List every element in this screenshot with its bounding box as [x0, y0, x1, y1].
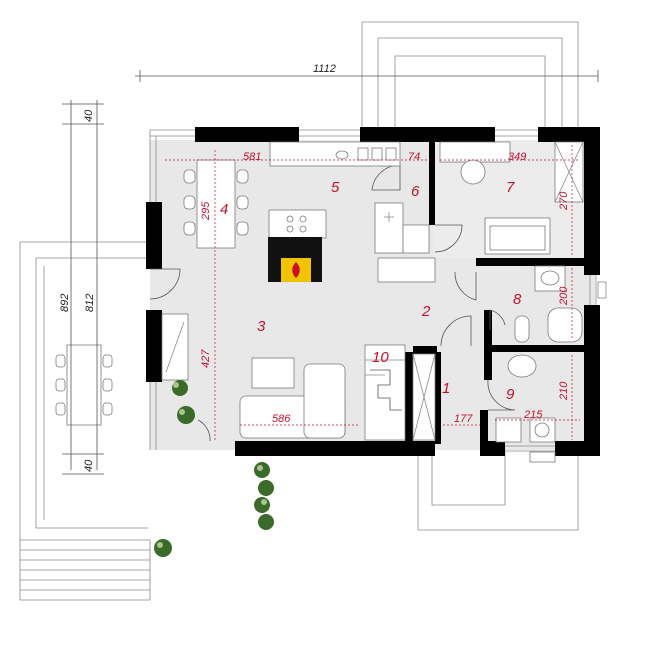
room-label-8: 8: [513, 291, 522, 308]
doors: [149, 164, 516, 442]
room-label-5: 5: [331, 179, 340, 196]
inner-dimension-lines: [165, 145, 580, 440]
dim-label-349: 349: [508, 151, 526, 163]
room-label-2: 2: [421, 303, 431, 320]
dim-left-vertical: 40 892 812 40: [59, 100, 104, 475]
plant-3: [154, 539, 172, 557]
room-label-4: 4: [220, 201, 228, 218]
kitchen-counter: [269, 141, 401, 167]
laundry-fixtures: [495, 354, 556, 463]
dim-label-427: 427: [200, 349, 212, 368]
hall-closet: [412, 353, 436, 441]
room-label-6: 6: [411, 183, 420, 200]
room-label-10: 10: [372, 349, 389, 366]
terrace-dining-table: [55, 344, 113, 426]
dim-label-295: 295: [200, 201, 212, 221]
dim-label-depth-outer: 892: [59, 294, 71, 312]
fireplace: [268, 237, 322, 282]
kitchen-island: [268, 209, 327, 239]
living-furniture: [161, 313, 346, 439]
dim-label-270: 270: [558, 191, 570, 211]
terrace: [19, 241, 151, 601]
dim-label-177: 177: [454, 413, 473, 425]
dim-label-kitchen-width: 581: [243, 151, 261, 163]
dining-table: [183, 159, 249, 249]
interior-walls: [405, 140, 588, 450]
plant-1: [172, 380, 195, 424]
dim-label-200: 200: [558, 286, 570, 306]
plants: [154, 380, 274, 557]
room-label-9: 9: [506, 386, 515, 403]
pantry-cabinets: [374, 202, 436, 283]
office-furniture: [439, 141, 584, 255]
room-label-3: 3: [257, 318, 266, 335]
canopy-bottom: [417, 445, 579, 531]
dim-label-offset-bottom: 40: [83, 459, 95, 472]
dim-label-215: 215: [523, 409, 543, 421]
plant-2: [254, 462, 274, 530]
terrace-steps: [20, 539, 150, 591]
dim-label-overall-width: 1112: [313, 63, 336, 75]
room-label-7: 7: [506, 179, 515, 196]
dim-label-depth-inner: 812: [84, 294, 96, 312]
windows: [149, 129, 607, 452]
dim-label-offset-top: 40: [83, 109, 95, 122]
dim-label-74: 74: [408, 151, 420, 163]
bathroom-fixtures: [514, 265, 583, 343]
dim-label-586: 586: [272, 413, 291, 425]
dim-label-210: 210: [558, 381, 570, 401]
dim-overall-width: 1112: [135, 63, 599, 82]
staircase: [364, 344, 406, 441]
room-label-1: 1: [442, 380, 450, 397]
exterior-walls: [146, 127, 600, 456]
